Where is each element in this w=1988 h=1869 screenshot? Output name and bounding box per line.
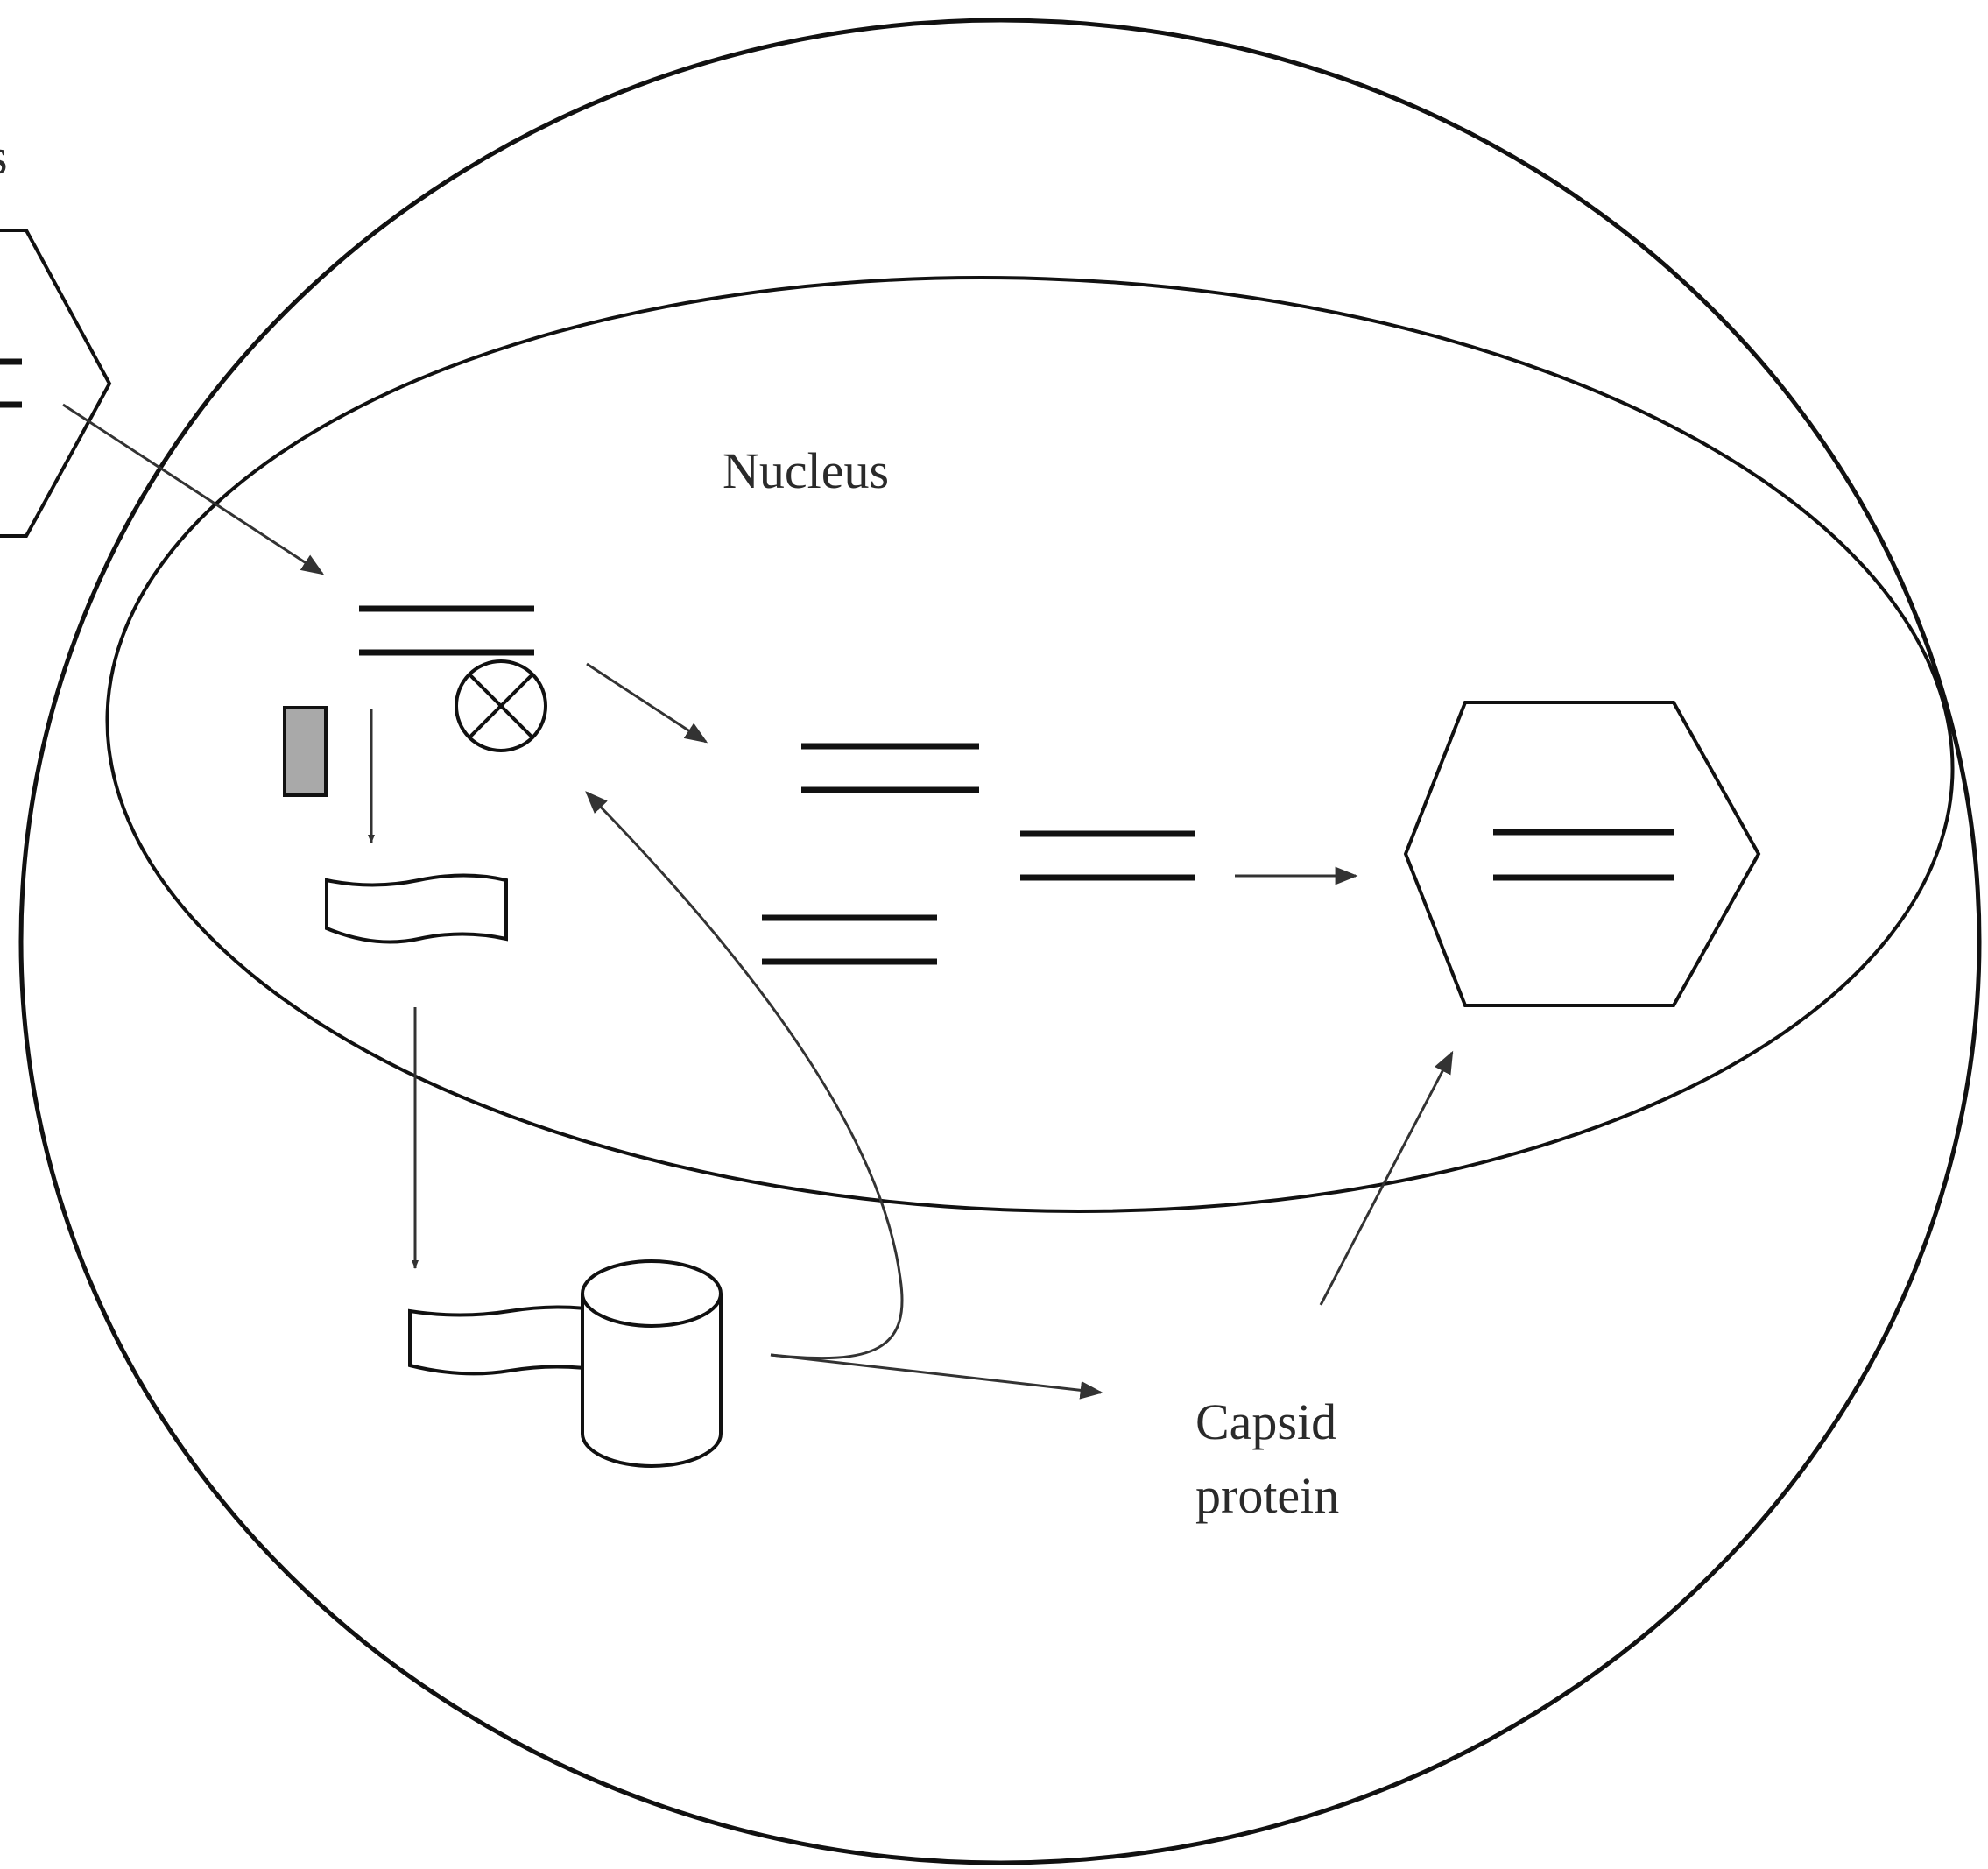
capsid-protein-label-line1: Capsid [1195,1393,1336,1450]
nucleus-membrane [105,276,1955,1213]
arrow-icon [585,791,904,1360]
arrow-icon [770,1353,1103,1400]
grey-block-icon [283,706,328,797]
mrna-strand-icon [325,873,508,944]
dna-double-line-icon [762,914,937,965]
crossed-circle-icon [455,659,547,752]
capsid-protein-label-line2: protein [1195,1467,1339,1524]
arrow-icon [586,662,708,744]
arrow-icon [62,403,325,575]
ribosome-cylinder-icon [581,1259,723,1468]
dna-double-line-icon [1020,830,1195,881]
dna-double-line-icon [359,605,534,656]
nucleus-label: Nucleus [723,442,889,499]
arrow-icon [1319,1050,1454,1306]
dna-double-line-icon [801,743,979,793]
mrna-strand-icon [408,1305,606,1376]
virus-capsid-icon [0,229,112,538]
cut-off-label: s [0,128,8,185]
cell-membrane [18,18,1982,1865]
virus-capsid-icon [1403,701,1761,1007]
